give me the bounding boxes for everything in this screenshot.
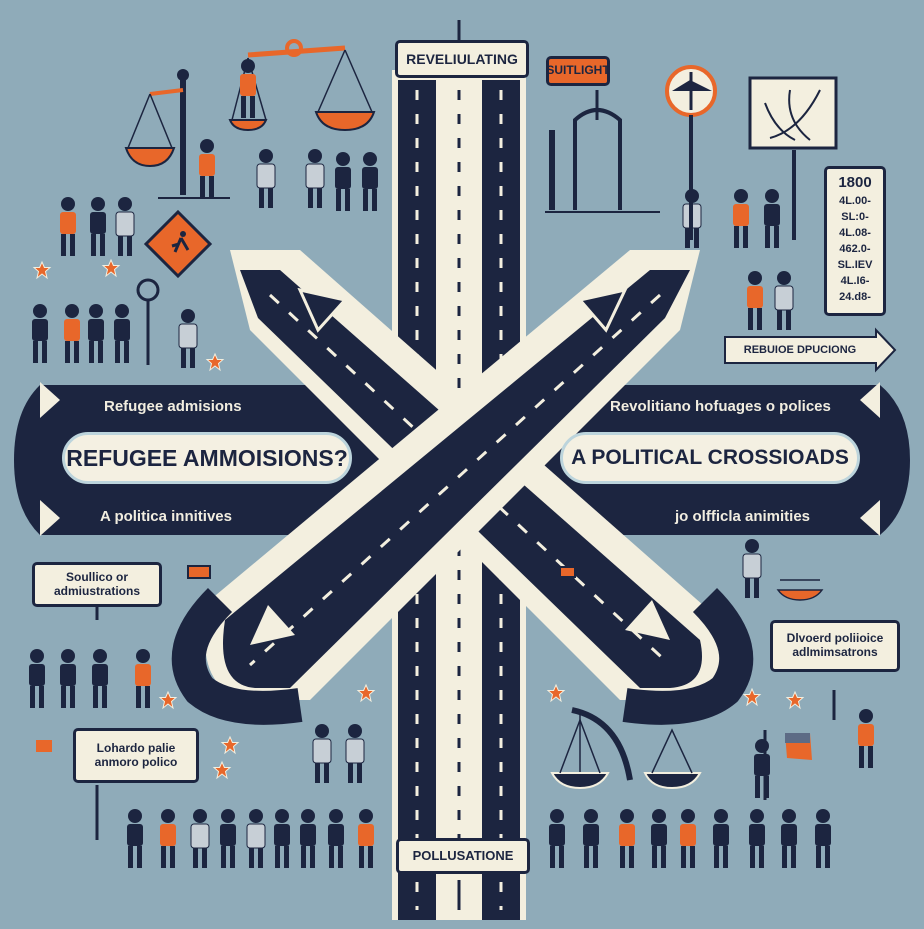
left-banner-bottom-text: A politica innitives — [100, 508, 232, 525]
sign-left-mid: Soullico or admiustrations — [32, 562, 162, 607]
scales-small-icon — [776, 579, 824, 601]
crossing-road-b — [205, 250, 700, 700]
sign-top-center: REVELIULATING — [395, 40, 529, 78]
right-banner-bottom-text: jo olfficla animities — [675, 508, 811, 525]
tally-row: SL.IEV — [837, 259, 873, 271]
flag-icon — [763, 730, 812, 800]
sign-left-bottom: Lohardo palie anmoro polico — [73, 728, 199, 783]
people-group-left-mid — [29, 649, 151, 708]
tally-row: 4L.I6- — [840, 275, 870, 287]
route-map-sign-icon — [748, 76, 838, 240]
sign-bottom-center: POLLUSATIONE — [396, 838, 530, 874]
envelope-icon — [36, 740, 52, 752]
people-group-top-right — [682, 188, 794, 331]
tally-header: 1800 — [838, 174, 872, 191]
small-flag-icon — [187, 565, 211, 579]
arrow-sign-shape — [724, 327, 897, 373]
scales-bottom-icon — [550, 707, 702, 790]
pedestrian-warning-sign-icon — [143, 209, 213, 279]
direction-arrow-sign-icon — [665, 65, 717, 240]
tally-board: 1800 4L.00- SL:0- 4L.08- 462.0- SL.IEV 4… — [824, 166, 886, 316]
sign-right-arrow: REBUIOE DPUCIONG — [743, 343, 857, 356]
sign-top-orange: SUITLIGHT — [546, 56, 610, 86]
right-banner-pill: A POLITICAL CROSSIOADS — [560, 432, 860, 484]
round-sign-icon — [136, 278, 160, 365]
tally-row: 24.d8- — [839, 291, 871, 303]
tally-row: 4L.00- — [839, 195, 871, 207]
tally-row: SL:0- — [841, 211, 869, 223]
left-banner-top-text: Refugee admisions — [104, 398, 242, 415]
gate-icon — [545, 90, 660, 213]
sign-right-mid: Dlvoerd poliioice adlmimsatrons — [770, 620, 900, 672]
left-banner-pill: REFUGEE AMMOISIONS? — [62, 432, 352, 484]
scales-of-justice-icon — [124, 39, 376, 199]
right-banner-top-text: Revolitiano hofuages o polices — [610, 398, 831, 415]
tally-row: 462.0- — [839, 243, 871, 255]
tally-row: 4L.08- — [839, 227, 871, 239]
